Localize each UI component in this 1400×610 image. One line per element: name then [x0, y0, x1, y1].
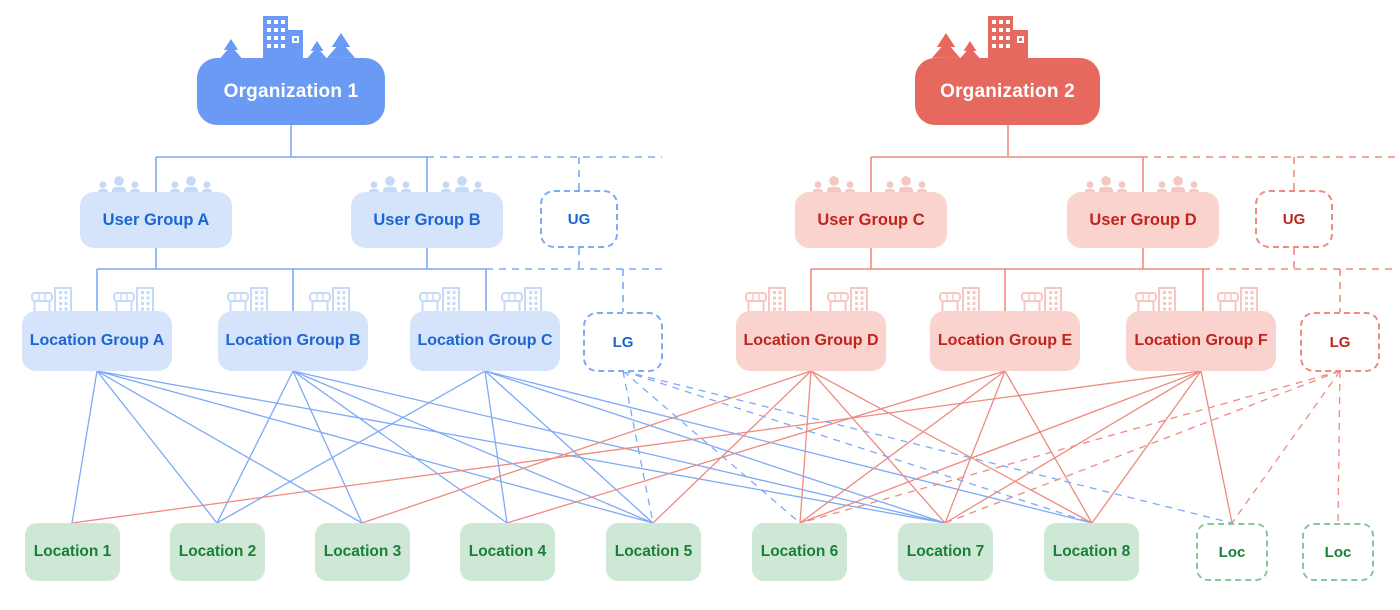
connection-line-LGB-3	[292, 370, 363, 524]
location-group-placeholder-node-LGP2: LG	[1300, 312, 1380, 372]
connection-line-LGP1-8	[622, 370, 1093, 524]
connection-line-LGA-3	[96, 370, 363, 524]
connection-line-LGE-8	[1004, 370, 1093, 524]
org-node-org2: Organization 2	[915, 58, 1100, 125]
organization-building-trees-icon	[211, 10, 371, 65]
connection-line-LGE-4	[506, 370, 1006, 524]
user-group-node-UGA: User Group A	[80, 192, 232, 248]
connection-line-LGC-8	[484, 370, 1093, 524]
location-node-2: Location 2	[170, 523, 265, 581]
connection-line-LGA-5	[96, 370, 654, 524]
connection-line-LGD-8	[810, 370, 1093, 524]
user-group-placeholder-node-UGP1: UG	[540, 190, 618, 248]
connection-line-LGB-5	[292, 370, 654, 524]
connection-line-LGP2-locA	[1231, 370, 1341, 524]
location-group-storefront-icon	[932, 285, 1078, 318]
connection-line-LGE-6	[799, 370, 1006, 524]
connection-line-LGP1-locA	[622, 370, 1233, 524]
location-node-6: Location 6	[752, 523, 847, 581]
connection-line-LGC-5	[484, 370, 654, 524]
user-group-node-UGD: User Group D	[1067, 192, 1219, 248]
location-group-storefront-icon	[24, 285, 170, 318]
location-placeholder-node-locA: Loc	[1196, 523, 1268, 581]
location-group-node-LGF: Location Group F	[1126, 311, 1276, 371]
location-group-storefront-icon	[738, 285, 884, 318]
location-node-3: Location 3	[315, 523, 410, 581]
connection-line-LGF-6	[799, 370, 1202, 524]
location-group-placeholder-node-LGP1: LG	[583, 312, 663, 372]
connection-line-LGF-locA	[1200, 370, 1233, 524]
user-group-node-UGC: User Group C	[795, 192, 947, 248]
connection-line-LGF-7	[944, 370, 1202, 524]
location-group-node-LGA: Location Group A	[22, 311, 172, 371]
location-node-5: Location 5	[606, 523, 701, 581]
location-node-8: Location 8	[1044, 523, 1139, 581]
connection-line-LGD-3	[361, 370, 812, 524]
connection-line-LGD-5	[652, 370, 812, 524]
location-group-node-LGE: Location Group E	[930, 311, 1080, 371]
connection-line-LGF-8	[1091, 370, 1202, 524]
connection-line-LGA-2	[96, 370, 218, 524]
location-node-7: Location 7	[898, 523, 993, 581]
connection-line-LGE-7	[944, 370, 1006, 524]
connection-line-LGB-2	[216, 370, 294, 524]
org-node-org1: Organization 1	[197, 58, 385, 125]
connection-line-LGA-7	[96, 370, 946, 524]
user-group-placeholder-node-UGP2: UG	[1255, 190, 1333, 248]
connection-line-LGF-1	[71, 370, 1202, 524]
connection-line-LGD-6	[799, 370, 812, 524]
connection-line-LGP2-6	[799, 370, 1341, 524]
location-node-1: Location 1	[25, 523, 120, 581]
organization-building-trees-icon	[928, 10, 1088, 65]
connection-line-LGD-7	[810, 370, 946, 524]
location-placeholder-node-locB: Loc	[1302, 523, 1374, 581]
location-group-node-LGB: Location Group B	[218, 311, 368, 371]
connection-line-LGP2-7	[944, 370, 1341, 524]
connection-line-LGC-4	[484, 370, 508, 524]
connection-line-LGB-7	[292, 370, 946, 524]
location-node-4: Location 4	[460, 523, 555, 581]
location-group-node-LGC: Location Group C	[410, 311, 560, 371]
connection-line-LGA-1	[71, 370, 98, 524]
connection-line-LGB-4	[292, 370, 508, 524]
connection-line-LGP1-6	[622, 370, 801, 524]
user-group-node-UGB: User Group B	[351, 192, 503, 248]
location-group-node-LGD: Location Group D	[736, 311, 886, 371]
connection-line-LGP2-locB	[1337, 370, 1341, 524]
